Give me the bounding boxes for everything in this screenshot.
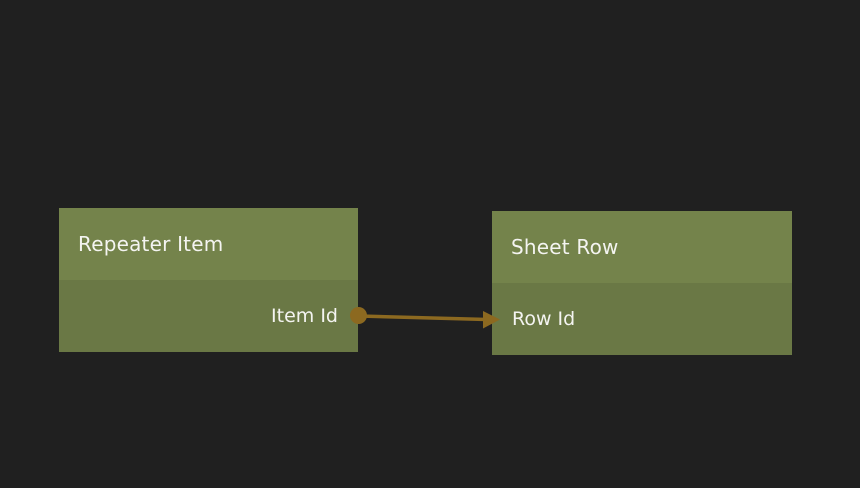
- node-repeater-item-header[interactable]: Repeater Item: [59, 208, 358, 280]
- connection-wire[interactable]: [358, 314, 488, 322]
- port-item-id-label: Item Id: [271, 305, 338, 327]
- node-sheet-row-title: Sheet Row: [511, 235, 619, 259]
- node-repeater-item-title: Repeater Item: [78, 232, 224, 256]
- node-repeater-item[interactable]: Repeater Item Item Id: [59, 208, 358, 352]
- node-repeater-item-body: Item Id: [59, 280, 358, 352]
- port-row-id-label: Row Id: [512, 308, 576, 330]
- node-sheet-row-body: Row Id: [492, 283, 792, 355]
- node-sheet-row-header[interactable]: Sheet Row: [492, 211, 792, 283]
- port-row-id[interactable]: Row Id: [492, 308, 792, 330]
- port-item-id[interactable]: Item Id: [59, 305, 358, 327]
- node-sheet-row[interactable]: Sheet Row Row Id: [492, 211, 792, 355]
